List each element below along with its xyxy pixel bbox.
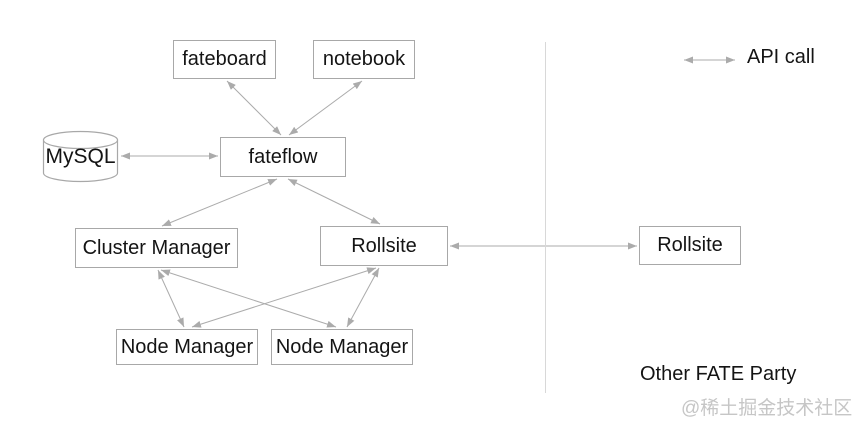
node-fateflow: fateflow bbox=[220, 137, 346, 177]
node-rollsite-remote: Rollsite bbox=[639, 226, 741, 265]
node-rollsite-local: Rollsite bbox=[320, 226, 448, 266]
node-mysql-label: MySQL bbox=[45, 145, 116, 168]
edge-cluster-manager-node-manager-left bbox=[157, 269, 185, 328]
edge-rollsite-node-manager-left bbox=[191, 267, 377, 328]
legend-api-call-label: API call bbox=[747, 46, 815, 68]
party-divider-line bbox=[545, 42, 546, 393]
node-fateboard: fateboard bbox=[173, 40, 276, 79]
database-cylinder-icon bbox=[42, 130, 119, 183]
node-node-manager-right: Node Manager bbox=[271, 329, 413, 365]
edge-notebook-fateflow bbox=[288, 80, 363, 136]
edge-fateflow-cluster-manager bbox=[161, 178, 278, 227]
node-notebook: notebook bbox=[313, 40, 415, 79]
node-cluster-manager: Cluster Manager bbox=[75, 228, 238, 268]
edge-fateflow-rollsite bbox=[287, 178, 381, 225]
watermark: @稀土掘金技术社区 bbox=[681, 398, 853, 419]
node-mysql: MySQL bbox=[42, 130, 119, 183]
node-node-manager-left: Node Manager bbox=[116, 329, 258, 365]
edge-cluster-manager-node-manager-right bbox=[160, 269, 337, 328]
edge-rollsite-node-manager-right bbox=[346, 267, 380, 328]
edge-fateboard-fateflow bbox=[226, 80, 282, 136]
other-fate-party-label: Other FATE Party bbox=[640, 363, 797, 385]
